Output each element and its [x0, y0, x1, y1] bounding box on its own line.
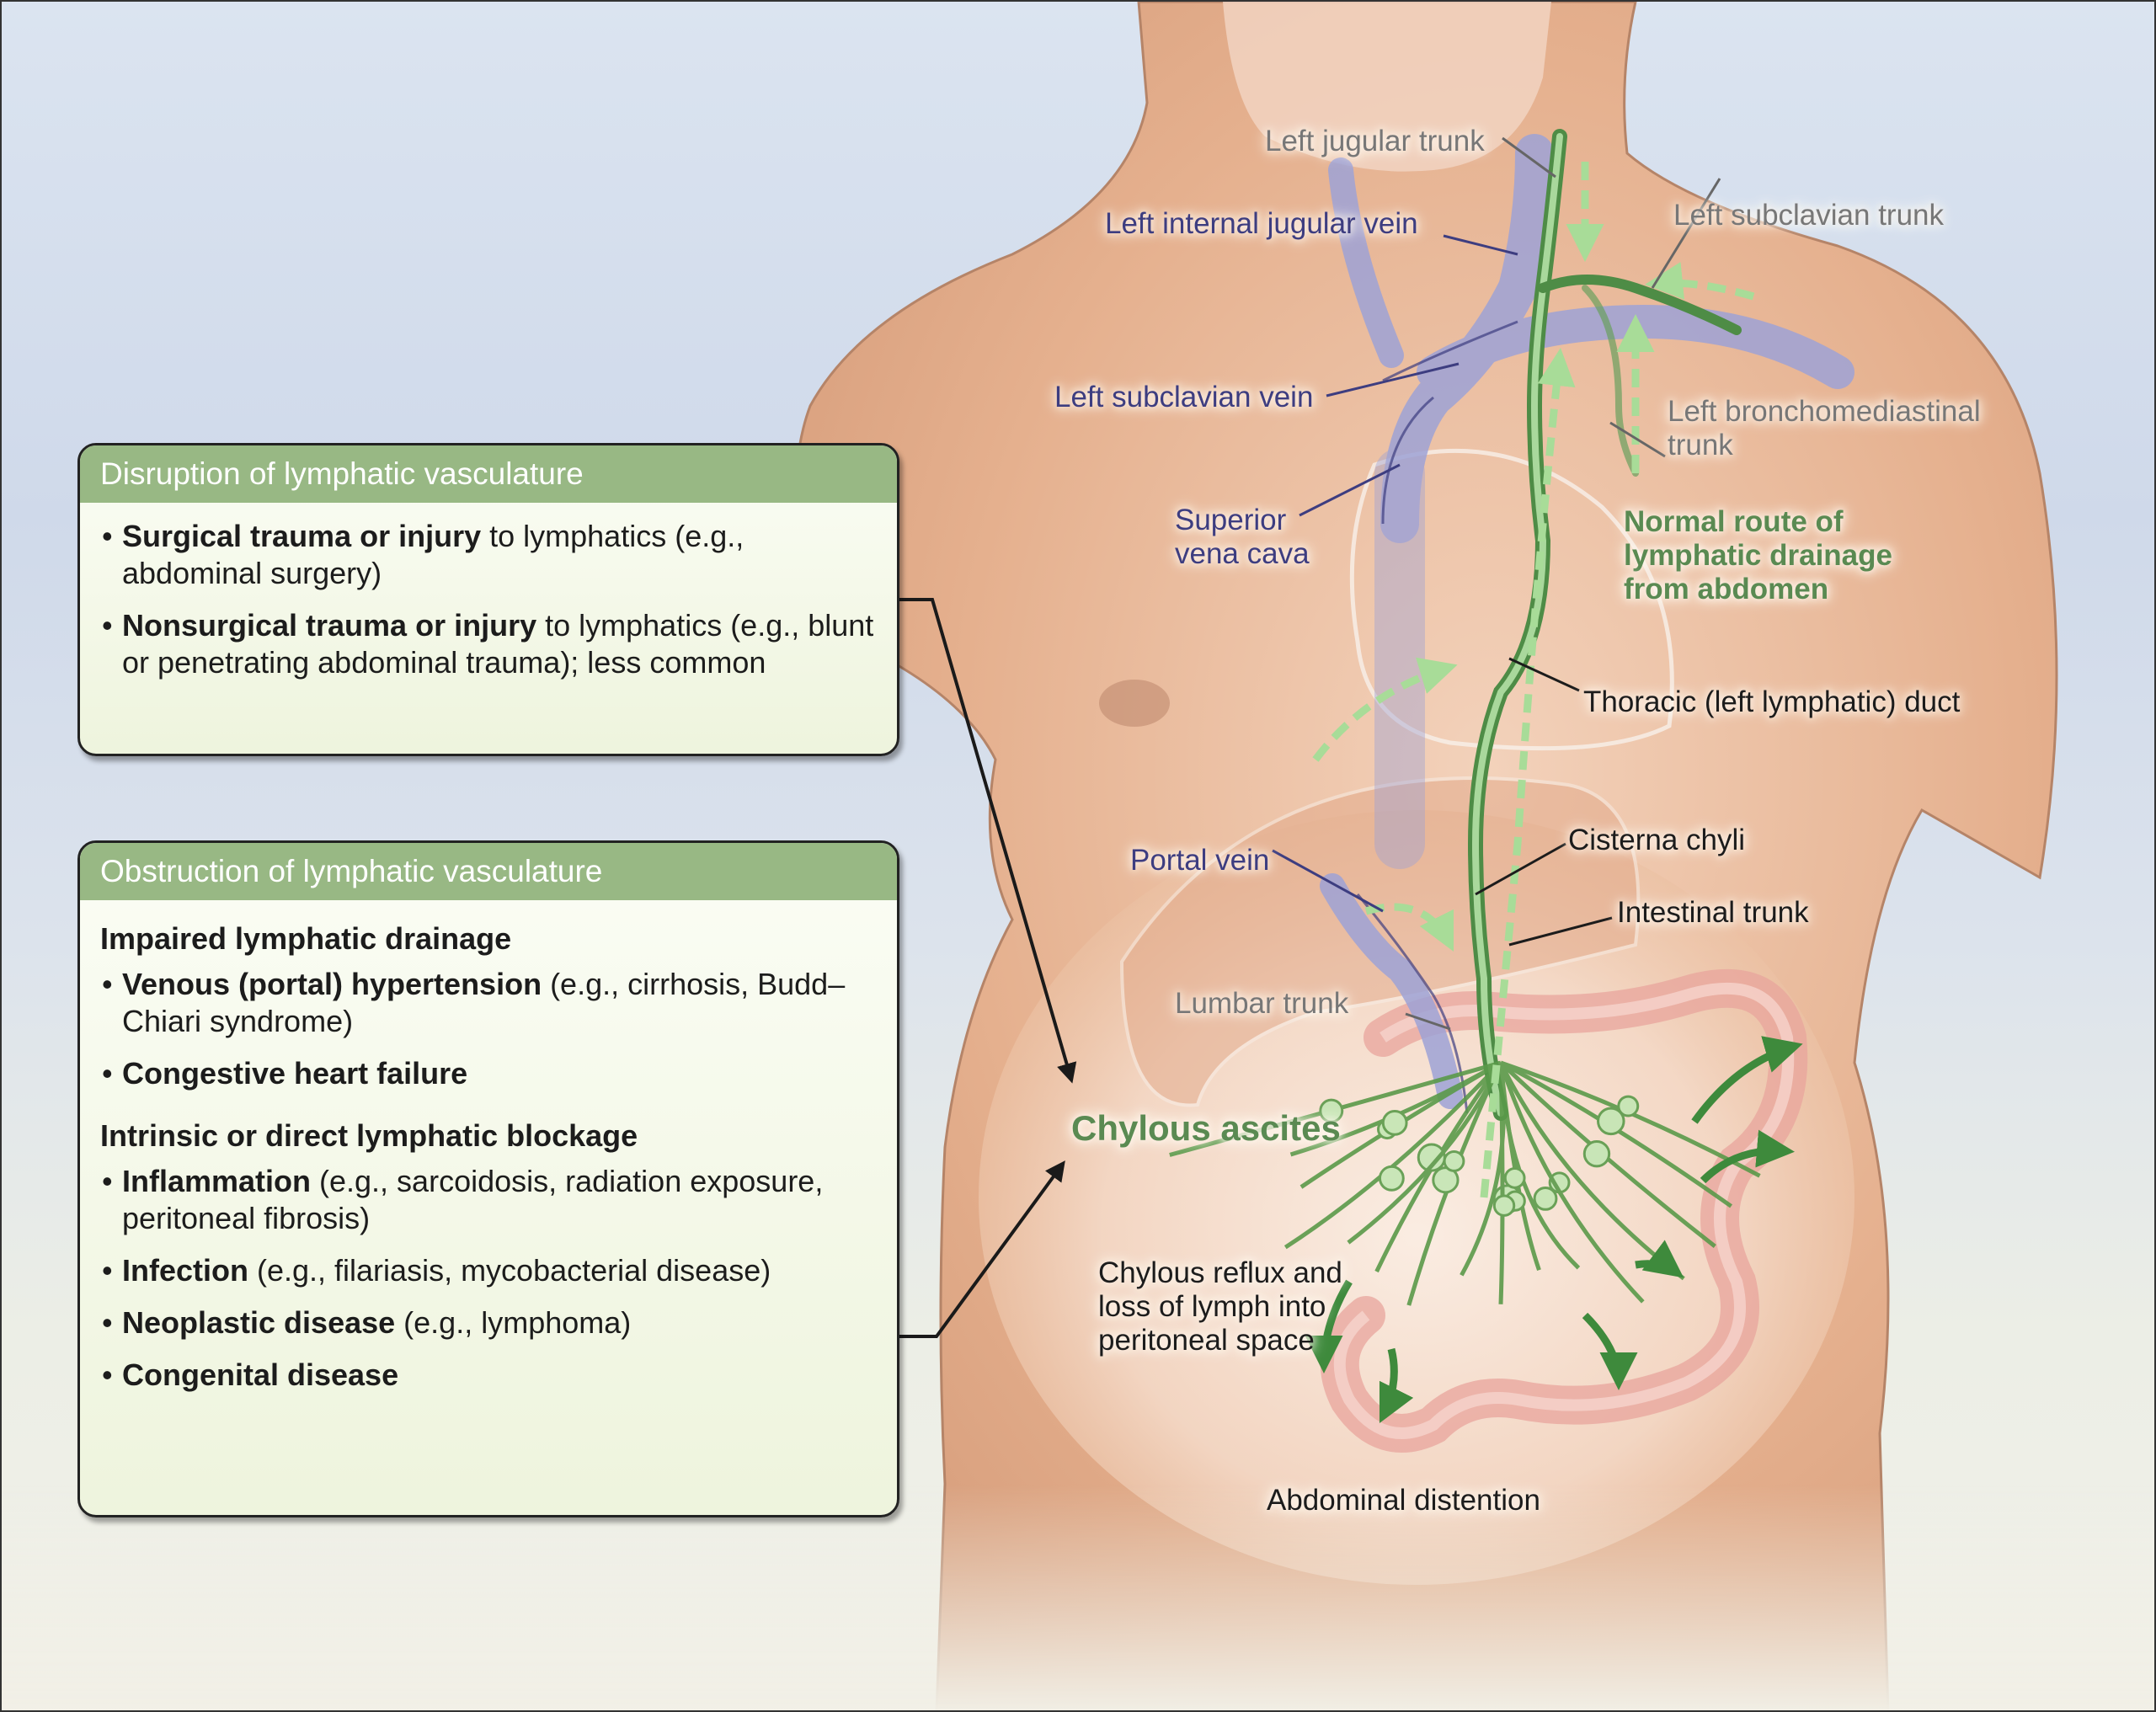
obstruction-item: • Congenital disease: [100, 1357, 875, 1394]
lymph-node: [1617, 1095, 1640, 1117]
label-left-internal-jugular-vein: Left internal jugular vein: [1105, 207, 1418, 240]
bullet-icon: •: [102, 1357, 113, 1392]
bullet-icon: •: [102, 1056, 113, 1091]
label-intestinal-trunk: Intestinal trunk: [1617, 896, 1809, 929]
lymph-node: [1443, 1150, 1465, 1172]
subheading-intrinsic-blockage: Intrinsic or direct lymphatic blockage: [100, 1118, 638, 1153]
lymph-vessel: [1498, 1062, 1645, 1304]
disruption-item: • Nonsurgical trauma or injury to lympha…: [100, 607, 875, 681]
subheading-impaired-drainage: Impaired lymphatic drainage: [100, 921, 512, 956]
nipple: [1099, 680, 1170, 727]
label-left-subclavian-trunk: Left subclavian trunk: [1673, 199, 1945, 232]
item-bold: Inflammation: [122, 1164, 312, 1198]
bullet-icon: •: [102, 1164, 113, 1198]
obstruction-item: • Infection (e.g., filariasis, mycobacte…: [100, 1252, 875, 1289]
thoracic-duct: [1467, 129, 1742, 1121]
disruption-box: Disruption of lymphatic vasculature • Su…: [77, 443, 899, 756]
bullet-icon: •: [102, 608, 113, 643]
label-thoracic-duct: Thoracic (left lymphatic) duct: [1583, 685, 1961, 718]
lymph-node: [1582, 1139, 1611, 1168]
lymph-node: [1319, 1098, 1344, 1123]
item-bold: Congestive heart failure: [122, 1056, 468, 1091]
lymph-node: [1492, 1194, 1516, 1217]
item-bold: Congenital disease: [122, 1357, 399, 1392]
label-abdominal-distention: Abdominal distention: [1267, 1484, 1540, 1517]
neck: [1223, 2, 1551, 172]
lymph-vessel: [1460, 1062, 1506, 1277]
lymph-node: [1533, 1186, 1558, 1211]
disruption-heading: Disruption of lymphatic vasculature: [80, 445, 897, 503]
item-detail: (e.g., sarcoidosis, radiation exposure, …: [122, 1164, 824, 1235]
item-bold: Venous (portal) hypertension: [122, 967, 542, 1001]
item-detail: to lymphatics (e.g., blunt or penetratin…: [122, 608, 874, 680]
item-detail: (e.g., filariasis, mycobacterial disease…: [248, 1253, 771, 1288]
bullet-icon: •: [102, 967, 113, 1001]
box-connectors: [897, 598, 1077, 1338]
item-bold: Nonsurgical trauma or injury: [122, 608, 537, 643]
label-chylous-reflux: Chylous reflux and loss of lymph into pe…: [1098, 1256, 1342, 1357]
obstruction-item: • Venous (portal) hypertension (e.g., ci…: [100, 966, 875, 1040]
leader-lines: [1272, 136, 1721, 1031]
bullet-icon: •: [102, 1305, 113, 1340]
obstruction-item: • Inflammation (e.g., sarcoidosis, radia…: [100, 1163, 875, 1237]
item-bold: Surgical trauma or injury: [122, 519, 482, 553]
label-cisterna-chyli: Cisterna chyli: [1568, 824, 1746, 856]
heart: [1349, 448, 1674, 751]
lymph-node: [1503, 1167, 1526, 1189]
item-bold: Infection: [122, 1253, 248, 1288]
label-left-subclavian-vein: Left subclavian vein: [1054, 381, 1314, 413]
bullet-icon: •: [102, 1253, 113, 1288]
bottom-fade: [2, 1484, 2154, 1710]
obstruction-heading: Obstruction of lymphatic vasculature: [80, 843, 897, 900]
lymph-node: [1597, 1107, 1625, 1136]
label-portal-vein: Portal vein: [1130, 844, 1270, 877]
label-superior-vena-cava: Superior vena cava: [1175, 504, 1310, 570]
label-left-bronchomediastinal-trunk: Left bronchomediastinal trunk: [1668, 395, 1981, 461]
obstruction-item: • Congestive heart failure: [100, 1055, 875, 1092]
disruption-item: • Surgical trauma or injury to lymphatic…: [100, 518, 875, 592]
item-detail: (e.g., lymphoma): [395, 1305, 632, 1340]
bullet-icon: •: [102, 519, 113, 553]
label-normal-route: Normal route of lymphatic drainage from …: [1624, 505, 1892, 605]
obstruction-item: • Neoplastic disease (e.g., lymphoma): [100, 1304, 875, 1341]
lymph-node: [1381, 1110, 1408, 1136]
item-bold: Neoplastic disease: [122, 1305, 396, 1340]
item-detail: (e.g., cirrhosis, Budd–Chiari syndrome): [122, 967, 846, 1038]
item-detail: to lymphatics (e.g., abdominal surgery): [122, 519, 744, 590]
label-chylous-ascites: Chylous ascites: [1071, 1108, 1341, 1148]
reflux-arrows: [1305, 1036, 1803, 1424]
label-left-jugular-trunk: Left jugular trunk: [1265, 125, 1485, 157]
lymph-vessel: [1347, 1061, 1503, 1245]
obstruction-box: Obstruction of lymphatic vasculature Imp…: [77, 840, 899, 1517]
lymph-node: [1378, 1165, 1405, 1192]
label-lumbar-trunk: Lumbar trunk: [1175, 987, 1349, 1020]
